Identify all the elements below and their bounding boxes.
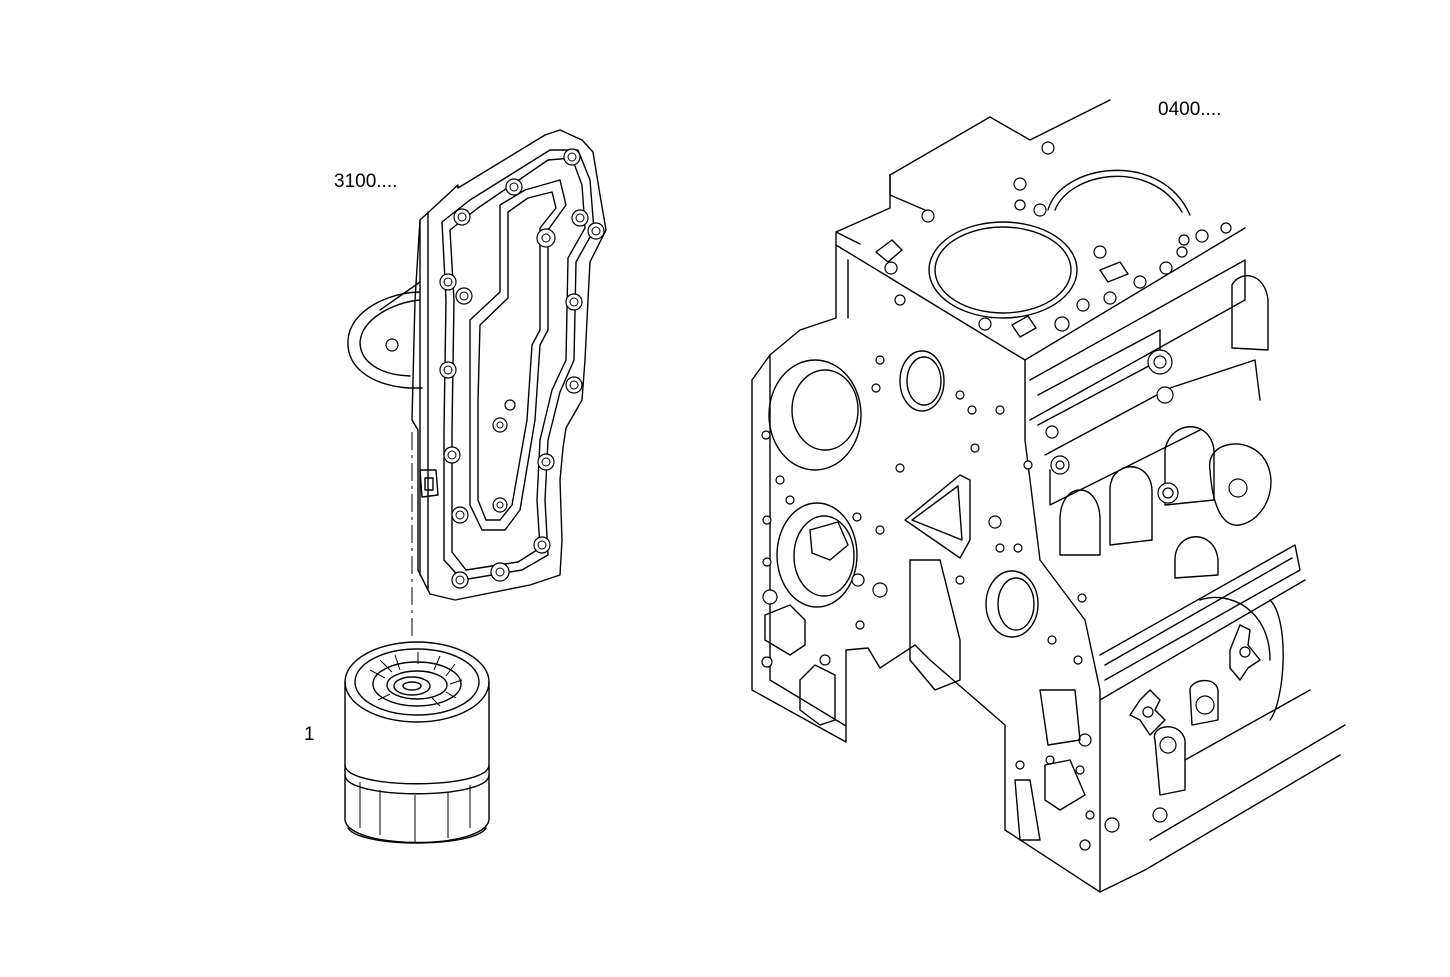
oil-filter[interactable] bbox=[344, 641, 490, 844]
callout-cover[interactable]: 3100.... bbox=[334, 171, 397, 192]
engine-block[interactable] bbox=[751, 99, 1346, 893]
callout-block[interactable]: 0400.... bbox=[1158, 99, 1221, 120]
filter-housing-cover[interactable] bbox=[347, 129, 607, 601]
callout-filter[interactable]: 1 bbox=[304, 724, 315, 745]
